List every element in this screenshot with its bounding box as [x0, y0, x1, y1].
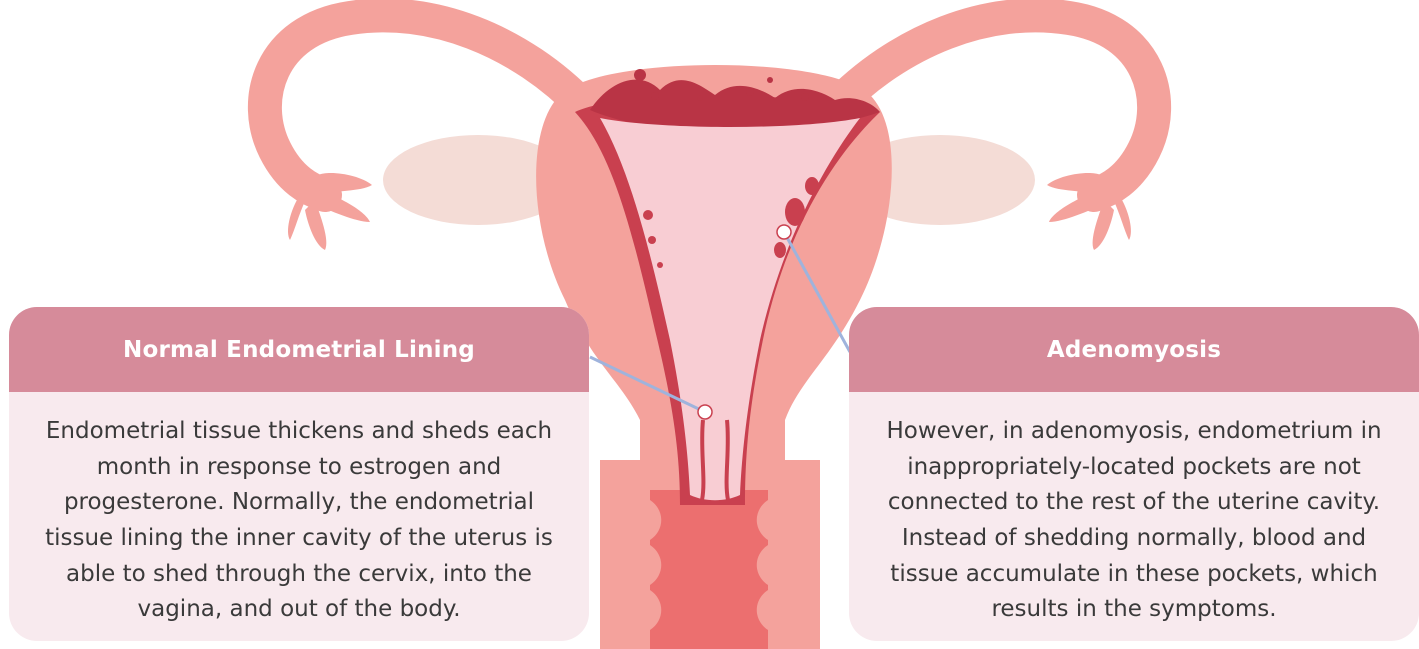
normal-lining-text: Endometrial tissue thickens and sheds ea… [9, 392, 589, 628]
adenomyosis-text: However, in adenomyosis, endometrium in … [849, 392, 1419, 628]
callout-dot-normal [698, 405, 712, 419]
adenomyosis-title: Adenomyosis [849, 307, 1419, 392]
callout-dot-adenomyosis [777, 225, 791, 239]
adenomyosis-card: Adenomyosis However, in adenomyosis, end… [849, 307, 1419, 641]
normal-lining-title: Normal Endometrial Lining [9, 307, 589, 392]
normal-lining-card: Normal Endometrial Lining Endometrial ti… [9, 307, 589, 641]
vaginal-canal [650, 490, 768, 649]
